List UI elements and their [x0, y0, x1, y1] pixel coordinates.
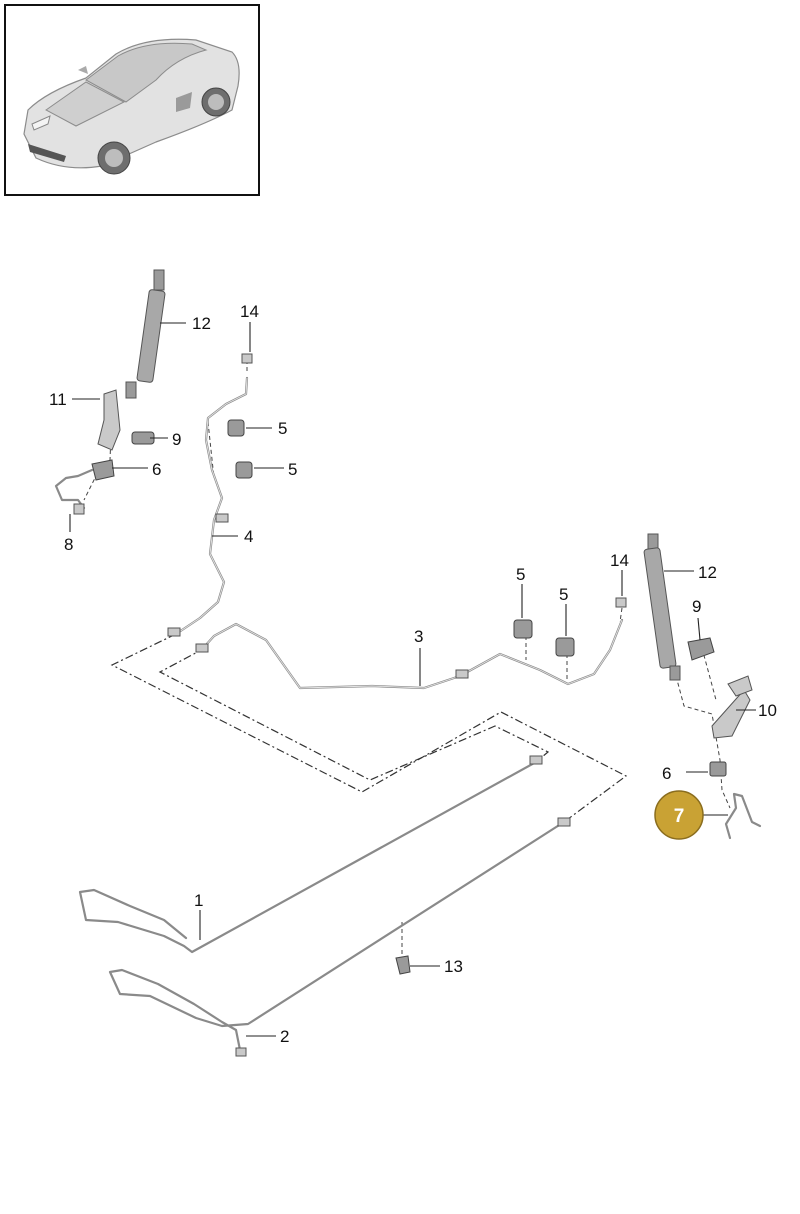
callout-5-lower-left: 5: [288, 460, 297, 479]
callout-11: 11: [49, 390, 67, 409]
highlighted-callout-7[interactable]: 7: [654, 790, 704, 840]
callout-8: 8: [64, 535, 73, 554]
callout-5-upper-left: 5: [278, 419, 287, 438]
parts: [73, 353, 753, 1057]
highlight-badge[interactable]: [654, 790, 704, 840]
callout-12-right: 12: [698, 563, 717, 582]
callout-4: 4: [244, 527, 253, 546]
callout-1: 1: [194, 891, 203, 910]
callout-5-mid-right: 5: [559, 585, 568, 604]
brake-hose-left: [125, 269, 166, 399]
leader-lines: [69, 322, 756, 1037]
callout-14-left: 14: [240, 302, 259, 321]
callout-labels: 12 14 11 9 6 8 5 5 4 3 5 5 14 12 9 10 6 …: [49, 302, 777, 1046]
callout-7[interactable]: 7: [674, 806, 685, 827]
callout-9-left: 9: [172, 430, 181, 449]
callout-12-left: 12: [192, 314, 211, 333]
callout-3: 3: [414, 627, 423, 646]
routing-dash-lines: [83, 360, 731, 958]
callout-2: 2: [280, 1027, 289, 1046]
callout-5-mid-left: 5: [516, 565, 525, 584]
callout-13: 13: [444, 957, 463, 976]
car-icon: [23, 38, 240, 175]
vehicle-thumbnail-frame: [4, 4, 260, 196]
callout-9-right: 9: [692, 597, 701, 616]
callout-10: 10: [758, 701, 777, 720]
brake-pipes: [54, 376, 762, 1052]
callout-6-right: 6: [662, 764, 671, 783]
callout-14-right: 14: [610, 551, 629, 570]
callout-6-left: 6: [152, 460, 161, 479]
brake-hose-right: [643, 533, 681, 681]
